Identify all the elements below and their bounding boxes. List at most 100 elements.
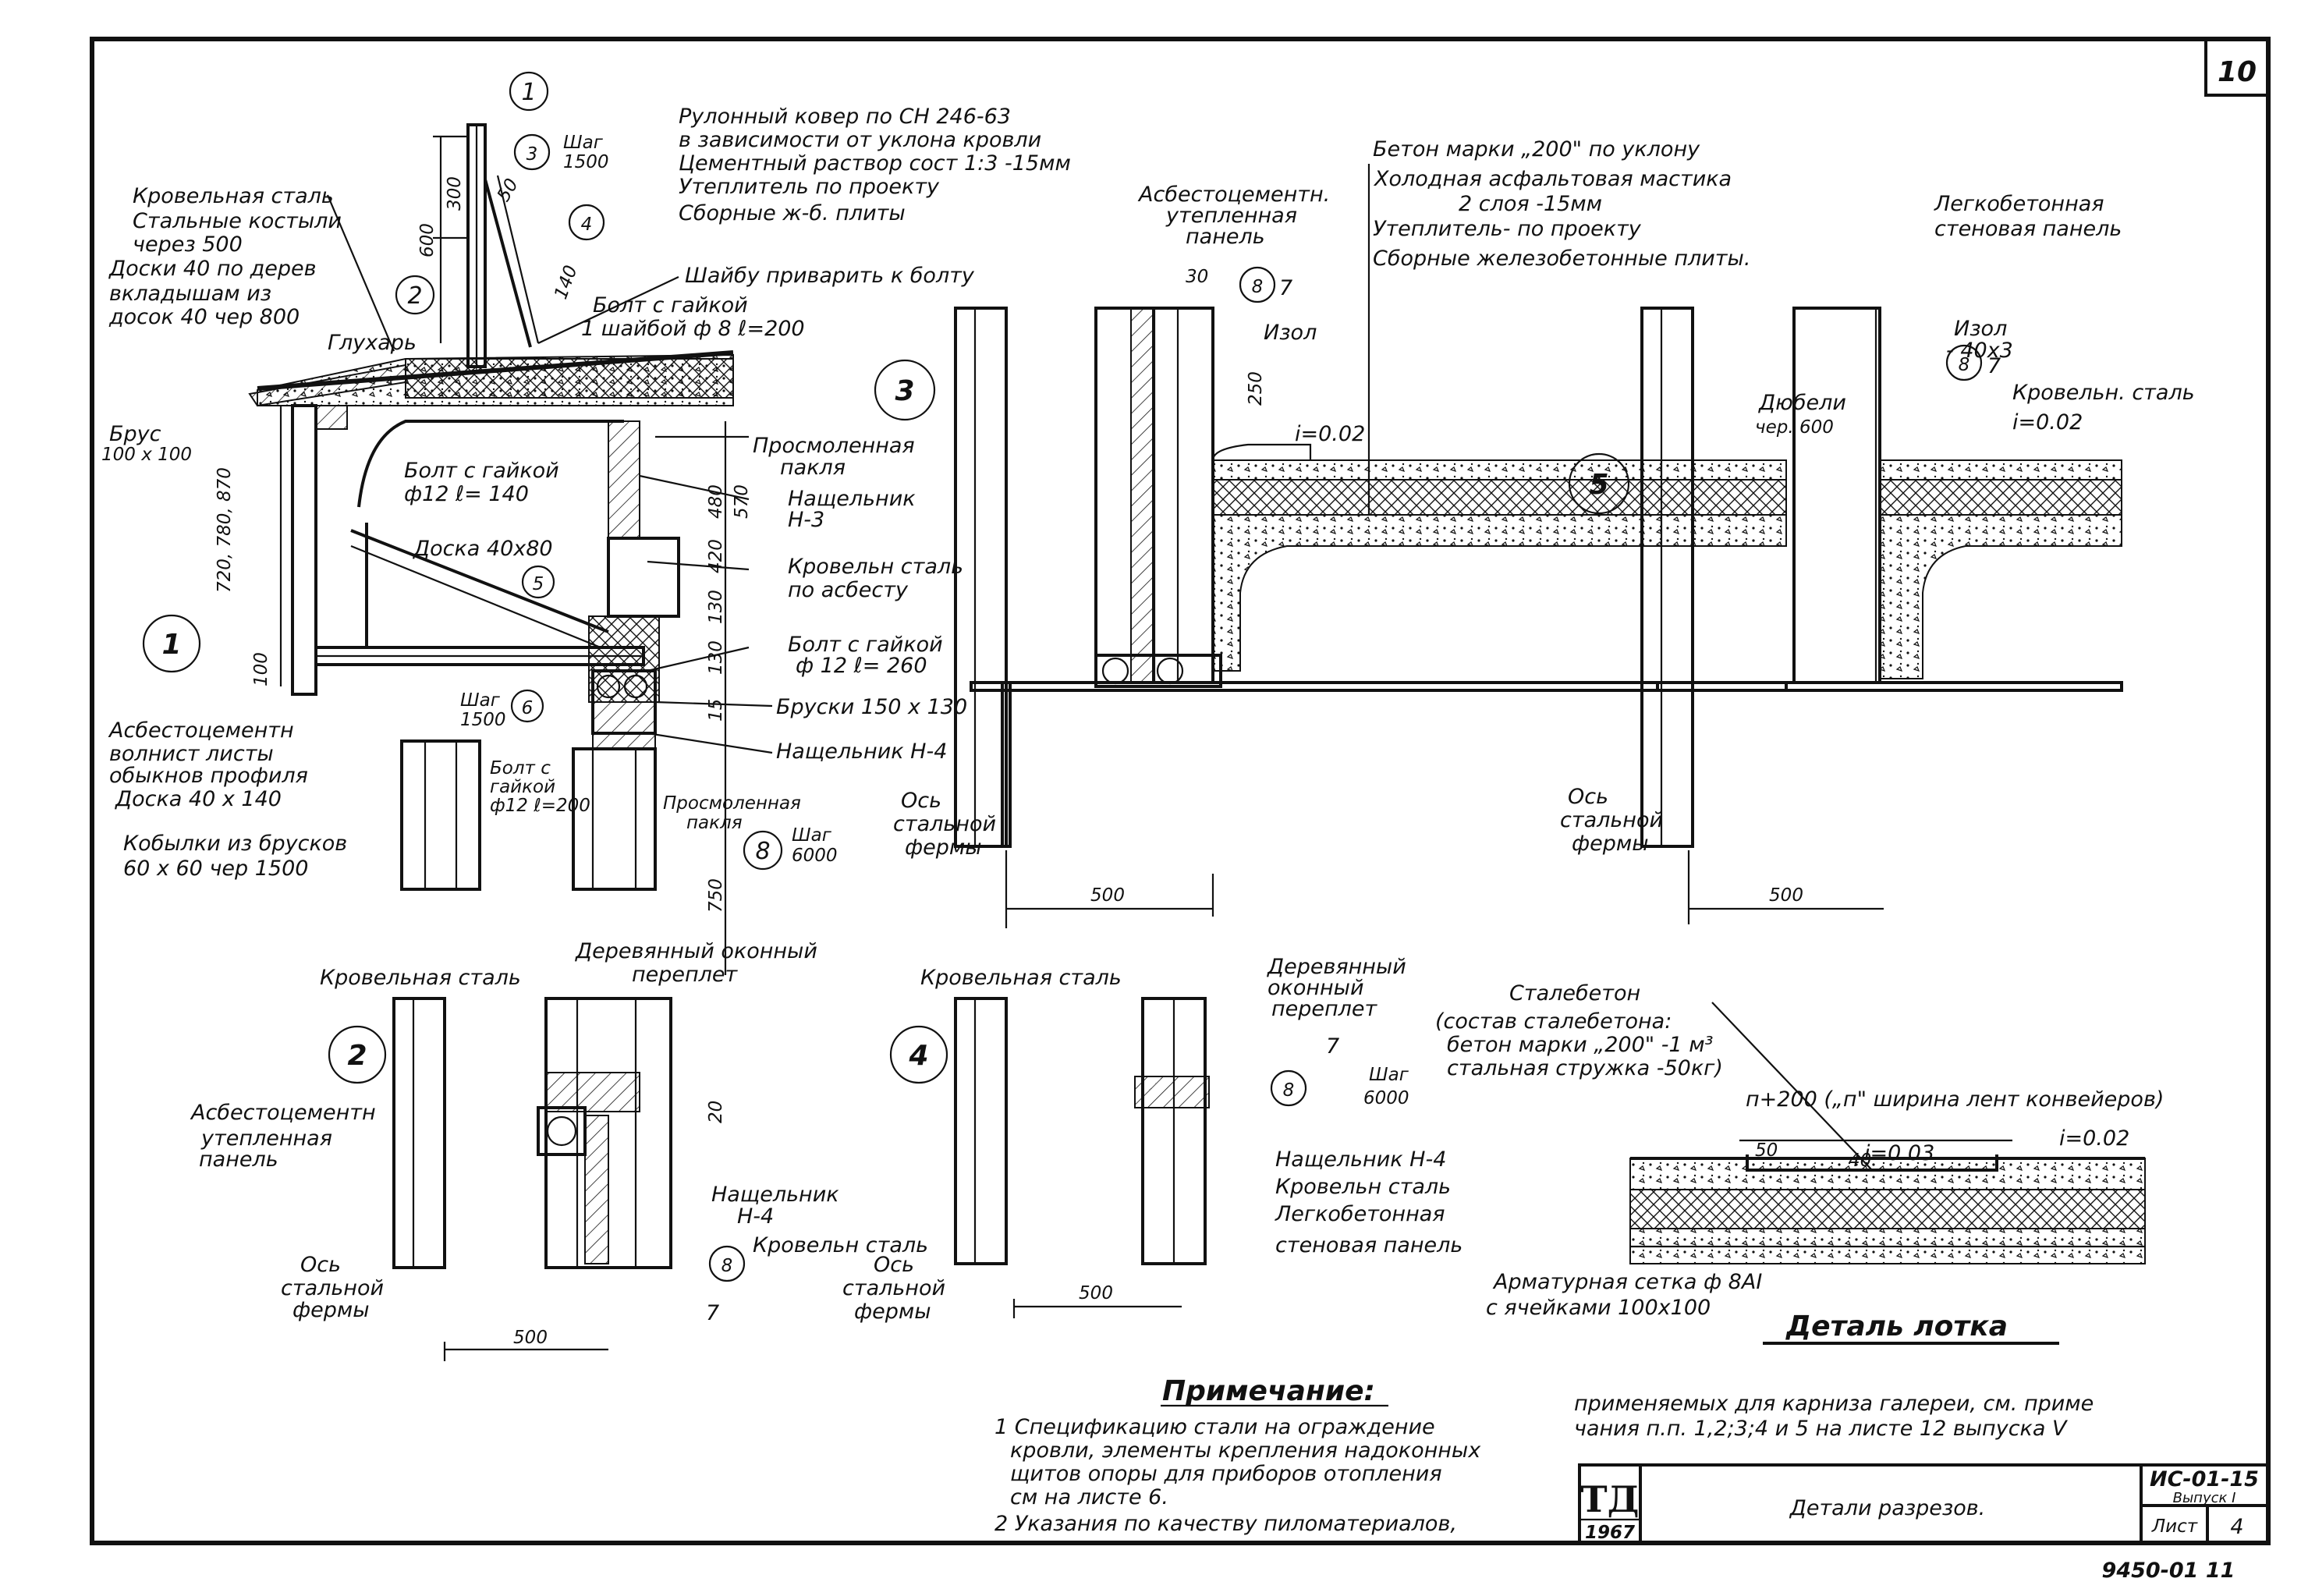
s5-slope: i=0.02 (2012, 410, 2083, 434)
s3-os: Ось (901, 789, 941, 813)
s3-layer-5: Сборные железобетонные плиты. (1373, 246, 1750, 271)
stamp-sheet-label: Лист (2151, 1516, 2198, 1537)
s1-right-11: Просмоленная (663, 793, 801, 814)
s1-asbest-3: обыкнов профиля (109, 764, 308, 788)
s4-shag-value: 6000 (1363, 1088, 1409, 1108)
lotok-slope-2: i=0.02 (2059, 1126, 2129, 1151)
s3-dim-500: 500 (1090, 885, 1125, 906)
s1-right-3: Нащельник (788, 487, 916, 511)
s1-bolt1-1: Болт с гайкой (593, 293, 748, 317)
s2-label-4: Асбестоцементн (190, 1101, 376, 1125)
s1-bolt3-1: Болт с (490, 758, 551, 778)
notes: Примечание: 1 Спецификацию стали на огра… (994, 1375, 2094, 1536)
s4-os-3: фермы (854, 1300, 931, 1324)
lotok-slope-1: i=0.03 (1864, 1141, 1934, 1165)
s1-top-label-5: Сборные ж-б. плиты (679, 201, 906, 225)
callout-5: 5 (533, 574, 544, 594)
s5-label-strip: - 40x3 (1946, 339, 2013, 363)
s3-os-2: стальной (893, 812, 996, 836)
s4-dim-500: 500 (1079, 1283, 1113, 1303)
stamp-issue: Выпуск I (2173, 1490, 2236, 1506)
s1-bolt1-2: 1 шайбой ф 8 ℓ=200 (581, 317, 805, 341)
section-2: 2 8 7 Кровельная сталь Деревянный оконны… (190, 939, 928, 1361)
s1-bolt2-2: ф12 ℓ= 140 (404, 482, 529, 506)
s4-label-2: Деревянный (1267, 955, 1406, 979)
s1-dim-140: 140 (551, 263, 581, 302)
s3-label-izol: Изол (1264, 321, 1317, 345)
s3-layer-4: Утеплитель- по проекту (1373, 217, 1642, 241)
s1-shag3-label: Шаг (792, 825, 832, 846)
s3-label-3: панель (1186, 225, 1265, 249)
s5-label-dyubeli: Дюбели (1758, 391, 1846, 415)
lotok-dim-40: 40 (1849, 1151, 1871, 1171)
stamp-archive-no: 9450-01 11 (2102, 1559, 2235, 1583)
s1-dim-480: 480 (706, 484, 726, 519)
s3-layer-2: Холодная асфальтовая мастика (1373, 167, 1732, 191)
brus-column (291, 404, 317, 696)
s3-dim-30: 30 (1186, 267, 1208, 287)
s2-dim-20: 20 (706, 1101, 726, 1123)
stamp-logo: ТД (1580, 1478, 1639, 1520)
s1-top-label-4: Утеплитель по проекту (679, 175, 940, 199)
s3-mark-7: 7 (1279, 276, 1292, 300)
s4-label-4: переплет (1271, 997, 1378, 1021)
lotok-label-4: стальная стружка -50кг) (1447, 1056, 1723, 1080)
lotok-label-6: Арматурная сетка ф 8АI (1492, 1270, 1762, 1294)
s1-left-label-4: Доски 40 по дерев (108, 257, 317, 281)
s3-layer-1: Бетон марки „200" по уклону (1373, 137, 1700, 161)
section-1: 1 3 4 2 5 6 8 1 Кровельная сталь Стальны… (101, 71, 1071, 975)
s1-bolt3-3: ф12 ℓ=200 (490, 796, 590, 816)
sheet-number: 10 (2218, 56, 2257, 88)
board-40x80 (350, 529, 609, 633)
s4-callout-8: 8 (1283, 1080, 1295, 1101)
lotok-label-7: с ячейками 100x100 (1486, 1296, 1711, 1320)
s1-shag-value: 1500 (563, 152, 609, 172)
s1-top-label-1: Рулонный ковер по СН 246-63 (679, 105, 1011, 129)
s1-dim-750: 750 (706, 878, 726, 913)
section-2-number: 2 (347, 1040, 367, 1072)
s2-os-2: стальной (281, 1276, 384, 1300)
s1-left-label-2: Стальные костыли (133, 209, 342, 233)
note-line-1: 1 Спецификацию стали на ограждение (994, 1415, 1435, 1439)
s1-dim-600: 600 (417, 223, 438, 257)
s1-dim-15: 15 (706, 699, 726, 722)
callout-2: 2 (407, 282, 422, 310)
s2-label-5: утепленная (200, 1126, 332, 1151)
s5-label-izol: Изол (1954, 317, 2007, 341)
lotok-dim-50: 50 (1755, 1140, 1778, 1161)
s4-label-1: Кровельная сталь (920, 966, 1122, 990)
s2-mark-7: 7 (706, 1301, 719, 1325)
s3-label-2: утепленная (1165, 204, 1297, 228)
s4-label-6: Кровельн сталь (1275, 1175, 1451, 1199)
s1-right-4: Н-3 (788, 508, 824, 532)
s1-top-label-2: в зависимости от уклона кровли (679, 128, 1041, 152)
section-1-number: 1 (161, 629, 181, 661)
s1-shag-label: Шаг (563, 133, 604, 153)
s5-os-3: фермы (1572, 832, 1649, 856)
note-right-1: применяемых для карниза галереи, см. при… (1574, 1392, 2094, 1416)
lotok-label-5: п+200 („п" ширина лент конвейеров) (1746, 1087, 2164, 1112)
s2-dim-500: 500 (513, 1328, 548, 1348)
s3-dim-250: 250 (1246, 371, 1266, 406)
note-right-2: чания п.п. 1,2;3;4 и 5 на листе 12 выпус… (1574, 1417, 2069, 1441)
s4-shag-label: Шаг (1369, 1065, 1409, 1085)
section-5-number: 5 (1589, 469, 1608, 501)
s2-callout-8: 8 (722, 1256, 733, 1276)
s2-label-1: Кровельная сталь (320, 966, 521, 990)
s4-mark-7: 7 (1326, 1034, 1339, 1059)
s1-washer: Шайбу приварить к болту (685, 264, 975, 288)
lotok-title: Деталь лотка (1785, 1310, 2008, 1342)
section-4-number: 4 (908, 1040, 928, 1072)
section-3: 3 8 7 Асбестоцементн. утепленная панель … (874, 137, 1788, 928)
note-line-5: 2 Указания по качеству пиломатериалов, (994, 1512, 1457, 1536)
s1-right-5: Кровельн сталь (788, 555, 963, 579)
s1-left-label-6: досок 40 чер 800 (108, 305, 300, 329)
s5-os: Ось (1568, 785, 1608, 809)
stamp-series: ИС-01-15 (2150, 1467, 2259, 1491)
s4-label-7: Легкобетонная (1275, 1202, 1445, 1226)
s3-slope: i=0.02 (1295, 422, 1365, 446)
callout-8: 8 (755, 838, 770, 865)
s1-dim-100: 100 (251, 652, 271, 686)
